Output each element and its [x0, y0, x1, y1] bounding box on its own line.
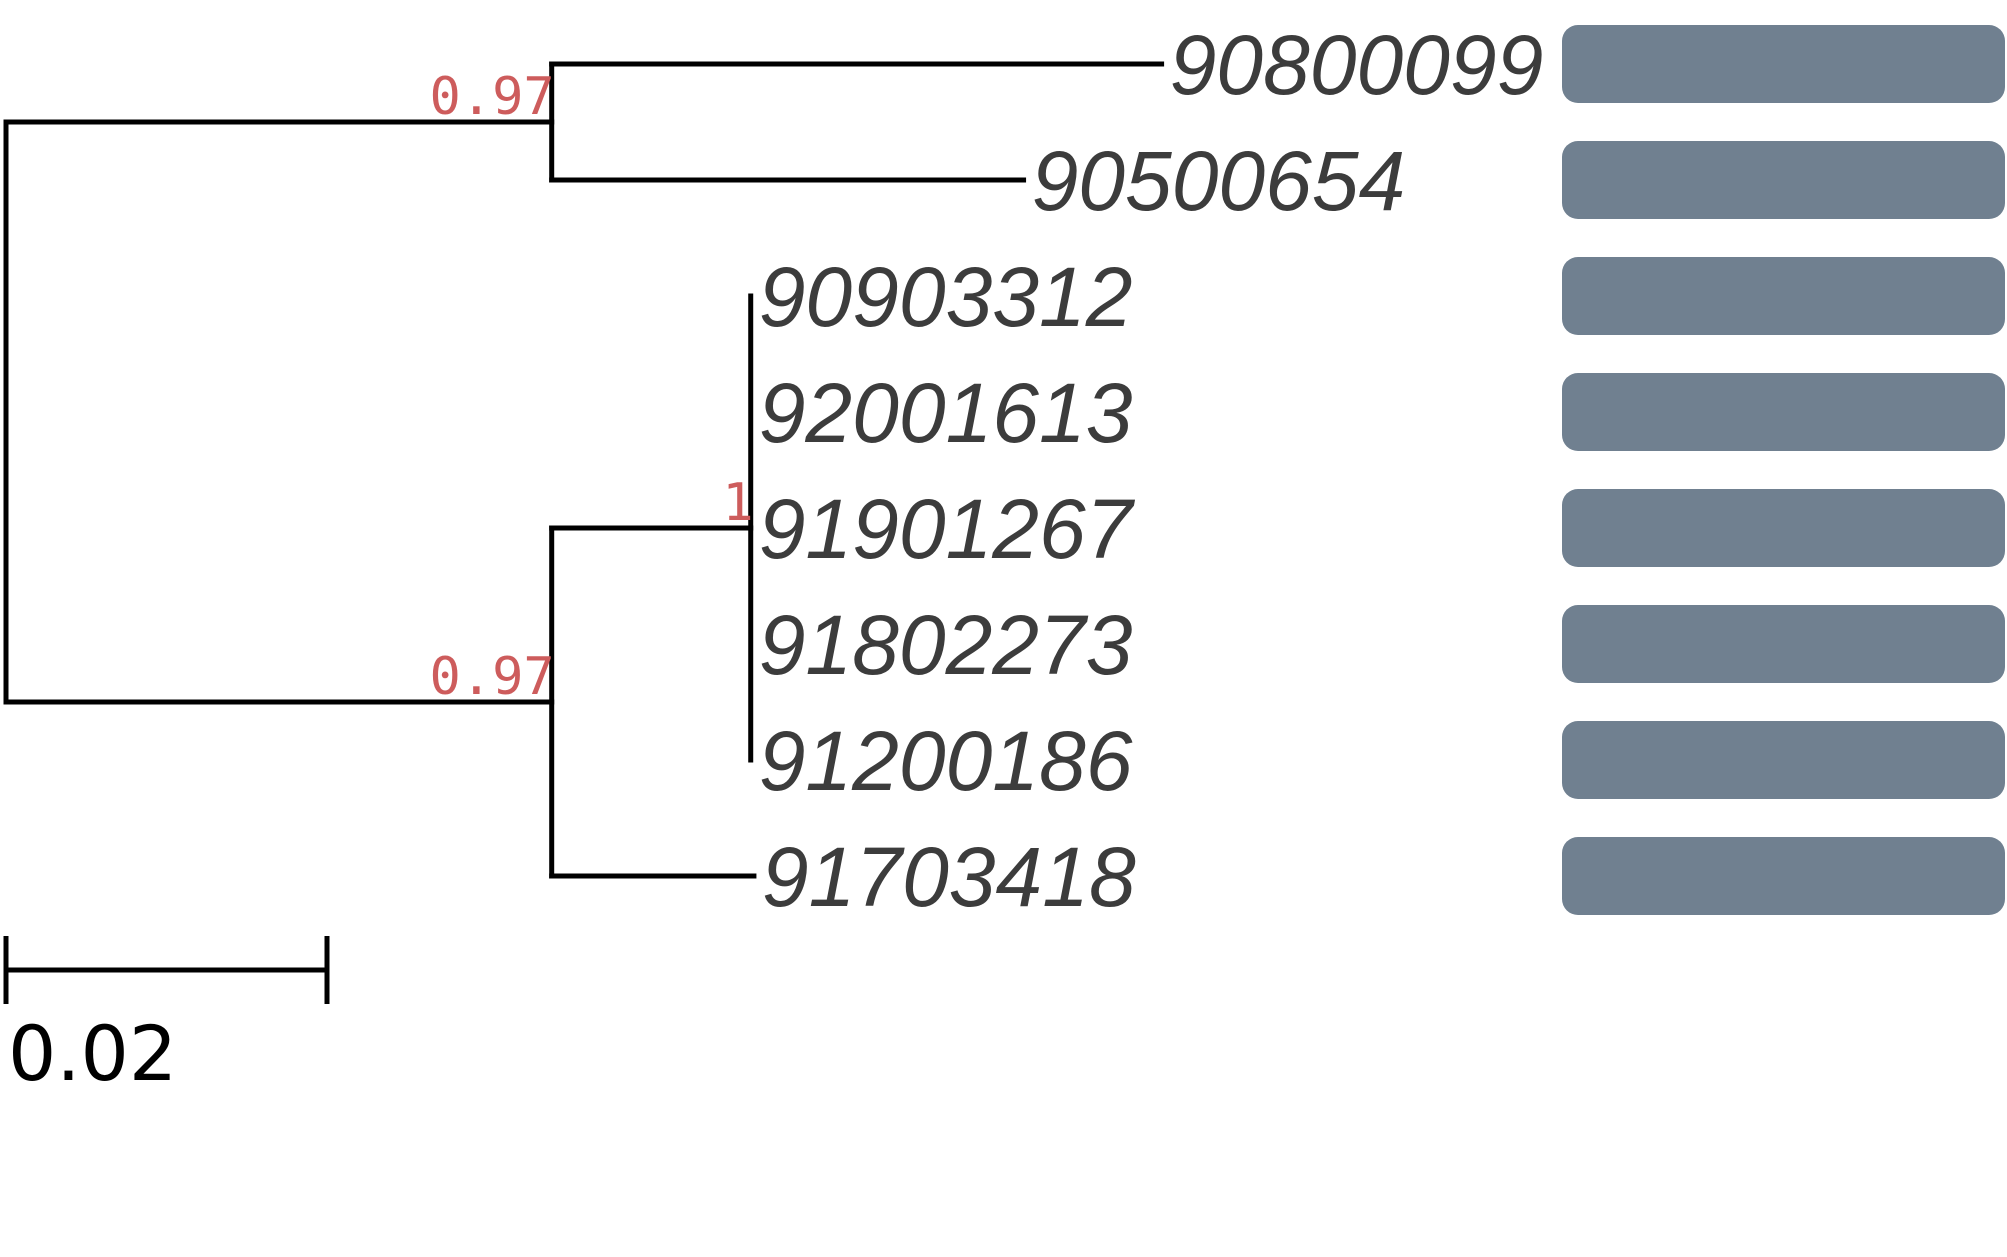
annotation-bars — [1562, 25, 2005, 915]
scale-bar-label: 0.02 — [8, 1009, 177, 1098]
annotation-bar — [1562, 373, 2005, 451]
leaf-label: 90903312 — [759, 250, 1133, 344]
support-value-clade_a: 0.97 — [429, 67, 554, 127]
annotation-bar — [1562, 141, 2005, 219]
annotation-bar — [1562, 605, 2005, 683]
support-value-clade_c: 1 — [722, 473, 753, 533]
support-values: 0.97 0.97 1 — [429, 67, 753, 707]
leaf-labels: 90800099 90500654 90903312 92001613 91901267… — [759, 18, 1544, 924]
scale-bar: 0.02 — [3, 936, 330, 1098]
annotation-bar — [1562, 257, 2005, 335]
support-value-clade_b: 0.97 — [429, 647, 554, 707]
leaf-label: 91703418 — [762, 830, 1136, 924]
leaf-label: 92001613 — [759, 366, 1133, 460]
leaf-label: 90800099 — [1170, 18, 1544, 112]
annotation-bar — [1562, 25, 2005, 103]
annotation-bar — [1562, 721, 2005, 799]
leaf-label: 91200186 — [759, 714, 1133, 808]
leaf-label: 90500654 — [1032, 134, 1406, 228]
annotation-bar — [1562, 489, 2005, 567]
tree-branches — [3, 61, 1165, 879]
leaf-label: 91901267 — [759, 482, 1136, 576]
leaf-label: 91802273 — [759, 598, 1133, 692]
annotation-bar — [1562, 837, 2005, 915]
